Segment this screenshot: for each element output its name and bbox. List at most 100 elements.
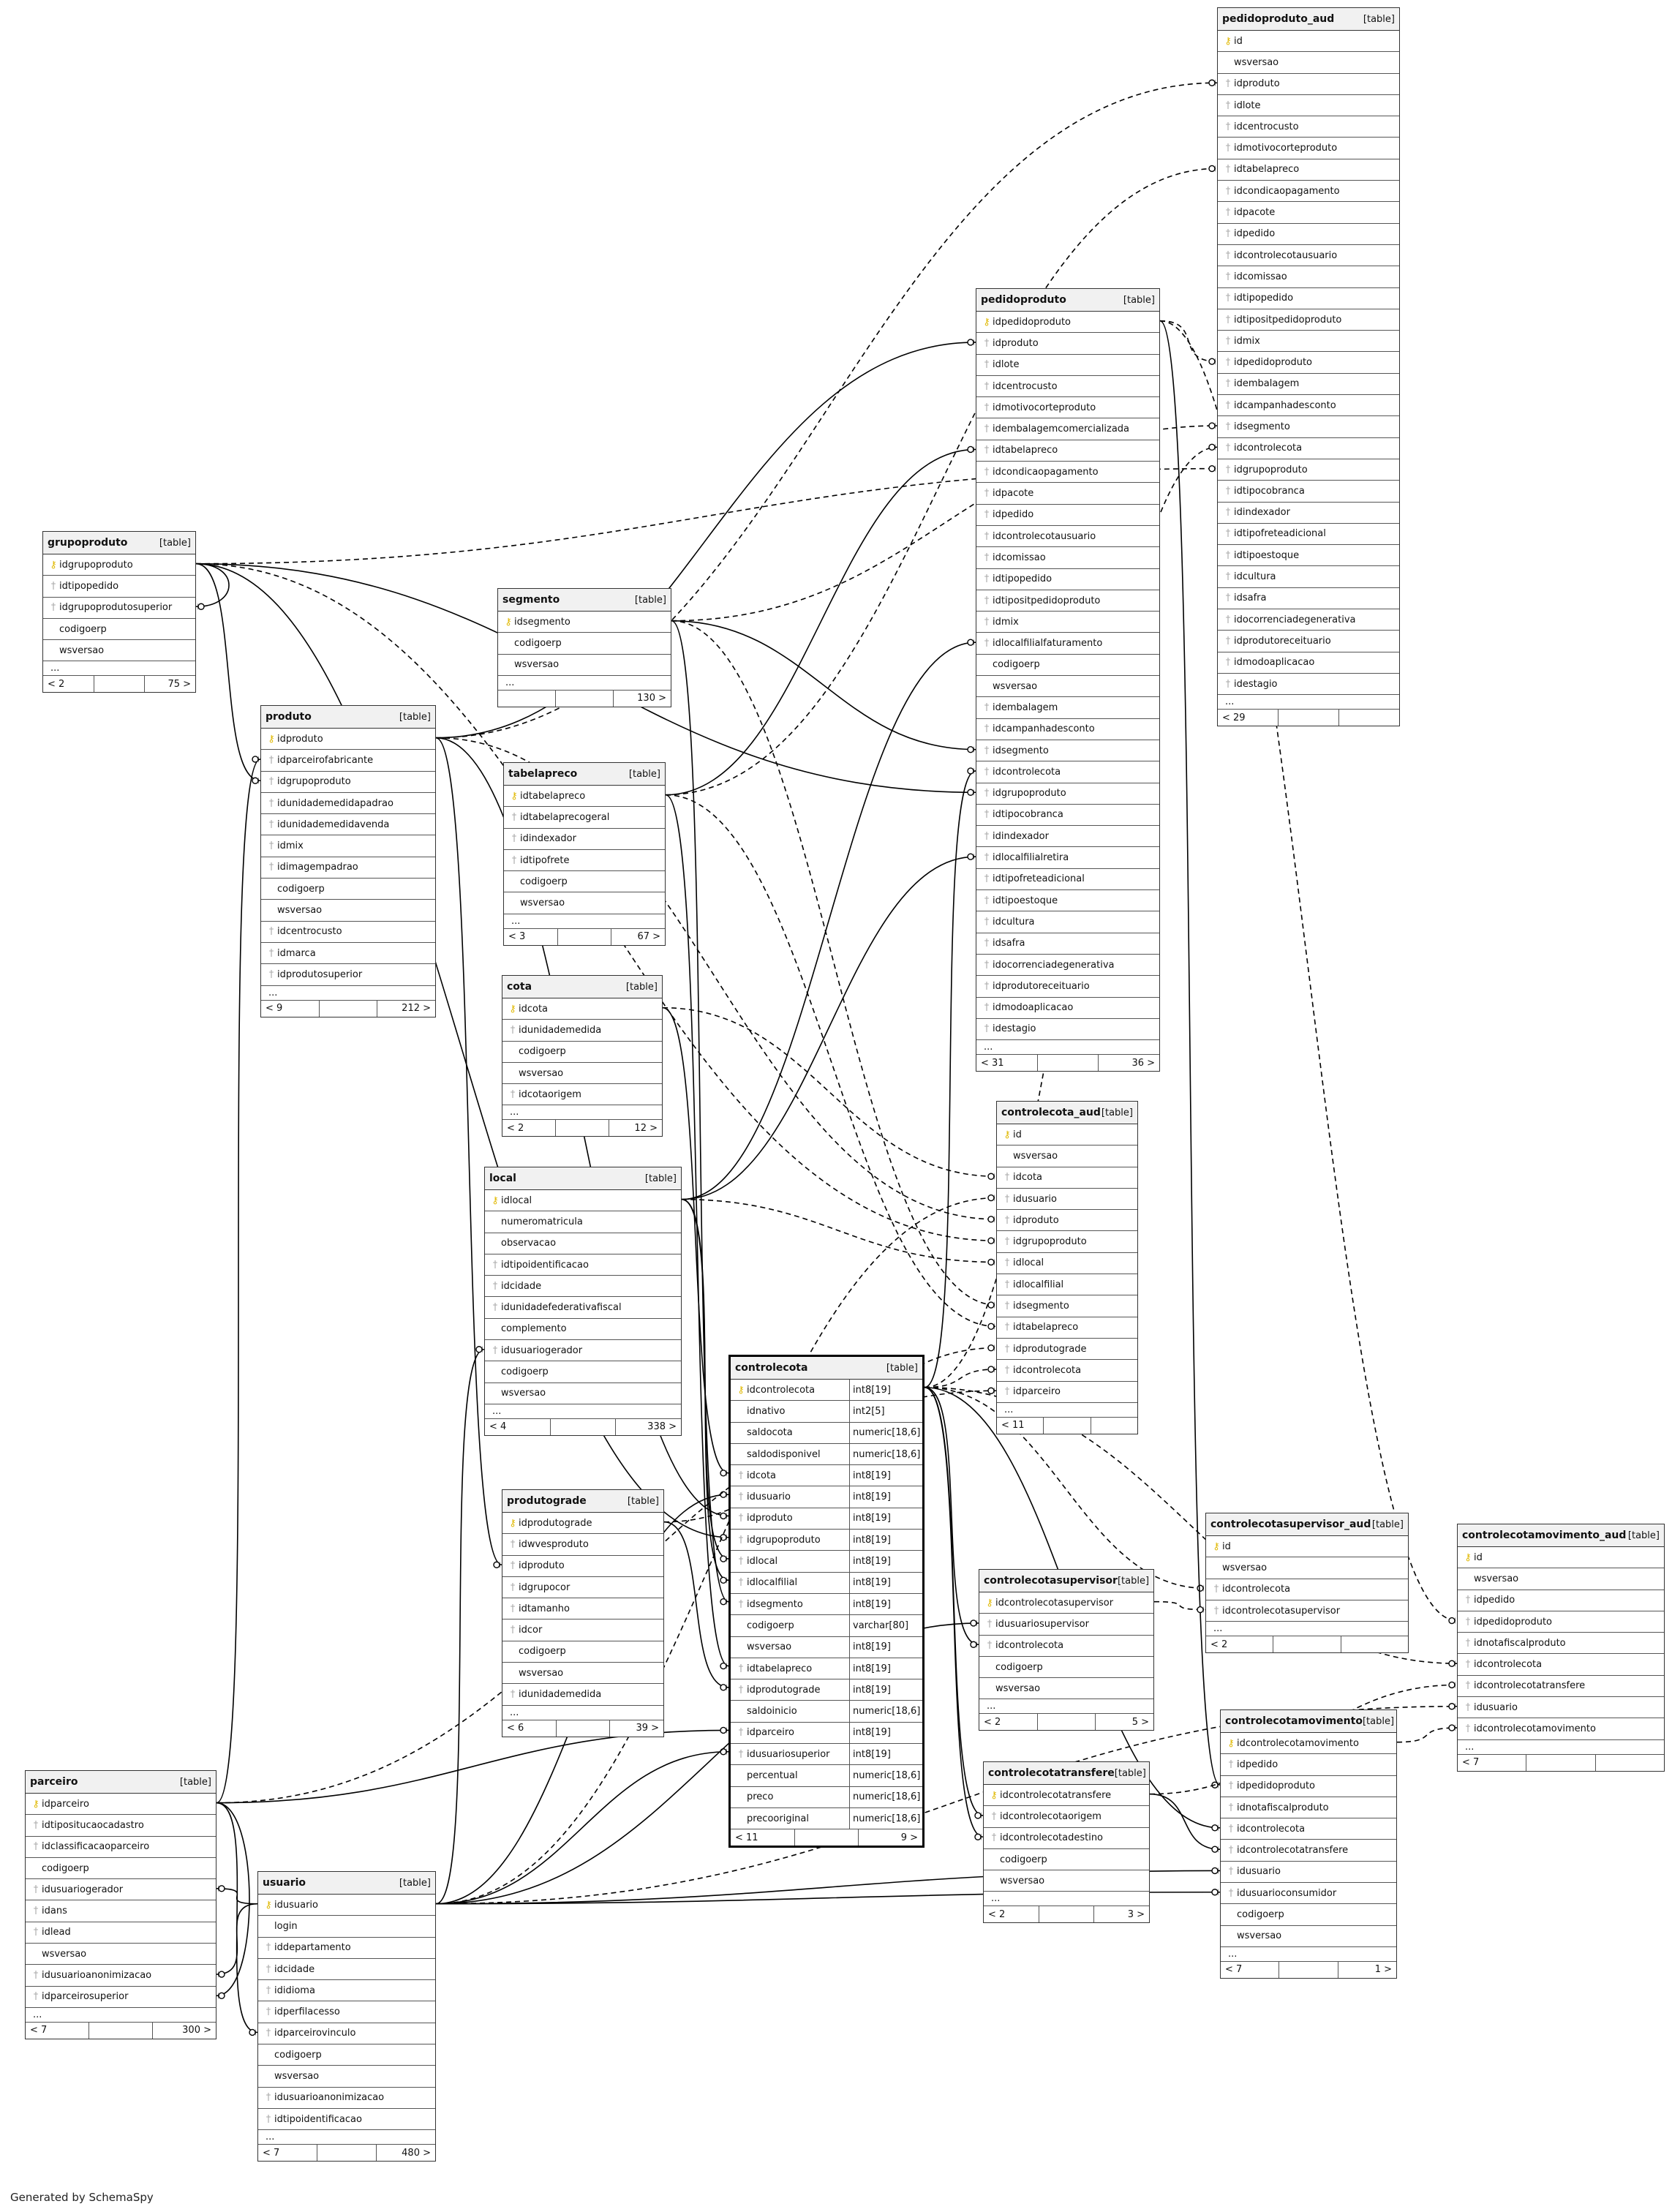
- children-count[interactable]: 1 >: [1374, 1964, 1392, 1976]
- parents-count[interactable]: < 9: [266, 1003, 283, 1015]
- column-row[interactable]: †idcontrolecotausuario: [1218, 245, 1399, 267]
- column-row[interactable]: †idparceiro: [997, 1382, 1137, 1403]
- column-row[interactable]: †idcultura: [976, 911, 1159, 933]
- column-row[interactable]: †idestagio: [976, 1019, 1159, 1041]
- column-row[interactable]: codigoerp: [976, 655, 1159, 677]
- column-row[interactable]: wsversao: [984, 1870, 1149, 1892]
- column-row[interactable]: †idunidadefederativafiscal: [485, 1297, 681, 1319]
- column-row[interactable]: †idpacote: [1218, 202, 1399, 224]
- children-count[interactable]: 338 >: [647, 1421, 677, 1433]
- column-row[interactable]: codigoerp: [502, 1042, 662, 1063]
- column-row[interactable]: †idcontrolecotasupervisor: [1206, 1600, 1408, 1622]
- column-row[interactable]: †idproduto: [1218, 74, 1399, 95]
- column-row[interactable]: †idlote: [976, 355, 1159, 376]
- column-row[interactable]: †idwvesproduto: [502, 1534, 663, 1556]
- column-row[interactable]: †idusuario: [1458, 1697, 1664, 1719]
- column-row[interactable]: ⚷idcontrolecotatransfere: [984, 1785, 1149, 1807]
- column-row[interactable]: numeromatricula: [485, 1211, 681, 1233]
- column-row[interactable]: codigoerp: [504, 871, 665, 893]
- table-header[interactable]: segmento[table]: [498, 589, 671, 612]
- table-header[interactable]: produtograde[table]: [502, 1490, 663, 1513]
- parents-count[interactable]: < 7: [1462, 1757, 1480, 1769]
- children-count[interactable]: 212 >: [402, 1003, 432, 1015]
- column-row[interactable]: ⚷idsegmento: [498, 612, 671, 633]
- table-header[interactable]: cota[table]: [502, 976, 662, 998]
- column-row[interactable]: ⚷idtabelapreco: [504, 786, 665, 808]
- column-row[interactable]: †idcentrocusto: [261, 922, 435, 943]
- column-row[interactable]: †idnotafiscalproduto: [1458, 1633, 1664, 1655]
- table-header[interactable]: parceiro[table]: [26, 1771, 216, 1794]
- column-row[interactable]: †idpedido: [976, 505, 1159, 526]
- column-row[interactable]: ⚷idcontrolecotasupervisor: [979, 1592, 1153, 1614]
- column-row[interactable]: †idgrupoproduto: [261, 772, 435, 793]
- column-row[interactable]: †idans: [26, 1900, 216, 1922]
- column-row[interactable]: †idsegmento: [997, 1295, 1137, 1317]
- column-row[interactable]: †ididioma: [258, 1980, 435, 2002]
- column-row[interactable]: †idcontrolecota: [1218, 438, 1399, 459]
- column-row[interactable]: complemento: [485, 1319, 681, 1341]
- column-row[interactable]: †idmix: [1218, 331, 1399, 353]
- column-row[interactable]: wsversao: [979, 1678, 1153, 1700]
- column-row[interactable]: †idnotafiscalproduto: [1221, 1797, 1396, 1819]
- column-row[interactable]: †idmotivocorteproduto: [976, 397, 1159, 419]
- column-row[interactable]: wsversao: [1206, 1557, 1408, 1579]
- column-row[interactable]: ⚷idprodutograde: [502, 1513, 663, 1535]
- table-header[interactable]: pedidoproduto[table]: [976, 289, 1159, 312]
- column-row[interactable]: †idmix: [976, 612, 1159, 633]
- column-row[interactable]: †idmarca: [261, 943, 435, 965]
- column-row[interactable]: †idcotaorigem: [502, 1084, 662, 1106]
- children-count[interactable]: 3 >: [1127, 1908, 1145, 1920]
- column-row[interactable]: †idproduto: [997, 1210, 1137, 1232]
- column-row[interactable]: †idocorrenciadegenerativa: [1218, 609, 1399, 631]
- column-row[interactable]: †idcampanhadesconto: [976, 719, 1159, 740]
- parents-count[interactable]: < 2: [507, 1122, 524, 1134]
- column-row[interactable]: wsversao: [26, 1944, 216, 1965]
- parents-count[interactable]: < 7: [263, 2147, 280, 2159]
- table-header[interactable]: pedidoproduto_aud[table]: [1218, 8, 1399, 31]
- column-row[interactable]: ⚷idparceiro: [26, 1794, 216, 1816]
- column-row[interactable]: †idpedido: [1221, 1754, 1396, 1776]
- column-row[interactable]: wsversao: [504, 892, 665, 914]
- column-row[interactable]: wsversao: [502, 1663, 663, 1685]
- column-row[interactable]: †idusuarioanonimizacao: [258, 2088, 435, 2109]
- column-row[interactable]: †idpedido: [1218, 224, 1399, 245]
- column-row[interactable]: ⚷idusuario: [258, 1895, 435, 1916]
- column-row[interactable]: †idtipocobranca: [1218, 481, 1399, 503]
- column-row[interactable]: ⚷id: [1206, 1536, 1408, 1558]
- column-row[interactable]: †idpacote: [976, 483, 1159, 505]
- column-row[interactable]: †idocorrenciadegenerativa: [976, 955, 1159, 977]
- column-row[interactable]: †idcultura: [1218, 566, 1399, 588]
- column-row[interactable]: †idtipositpedidoproduto: [1218, 309, 1399, 331]
- column-row[interactable]: †idgrupoproduto: [976, 783, 1159, 805]
- table-header[interactable]: controlecota[table]: [731, 1357, 922, 1380]
- table-header[interactable]: controlecota_aud[table]: [997, 1102, 1137, 1124]
- children-count[interactable]: 12 >: [634, 1122, 658, 1134]
- column-row[interactable]: †idtipopedido: [43, 576, 195, 598]
- column-row[interactable]: †idcontrolecotadestino: [984, 1828, 1149, 1849]
- children-count[interactable]: 75 >: [167, 678, 192, 690]
- column-row[interactable]: †idtamanho: [502, 1598, 663, 1620]
- table-pedidoproduto[interactable]: pedidoproduto[table]⚷idpedidoproduto†idp…: [976, 288, 1160, 1072]
- column-row[interactable]: †idpedido: [1458, 1590, 1664, 1611]
- parents-count[interactable]: < 3: [508, 931, 526, 943]
- column-row[interactable]: †idusuarioconsumidor: [1221, 1883, 1396, 1905]
- column-row[interactable]: †idestagio: [1218, 674, 1399, 696]
- column-row[interactable]: wsversao: [258, 2066, 435, 2088]
- column-row[interactable]: †idcontrolecota: [1458, 1654, 1664, 1676]
- column-row[interactable]: codigoerp: [261, 879, 435, 900]
- children-count[interactable]: 130 >: [637, 693, 666, 704]
- column-row[interactable]: †idlocalfilialfaturamento: [976, 633, 1159, 655]
- column-row[interactable]: †idcomissao: [1218, 266, 1399, 288]
- column-row[interactable]: †idcontrolecotatransfere: [1221, 1840, 1396, 1862]
- column-row[interactable]: codigoerp: [43, 619, 195, 641]
- table-header[interactable]: controlecotamovimento_aud[table]: [1458, 1524, 1664, 1547]
